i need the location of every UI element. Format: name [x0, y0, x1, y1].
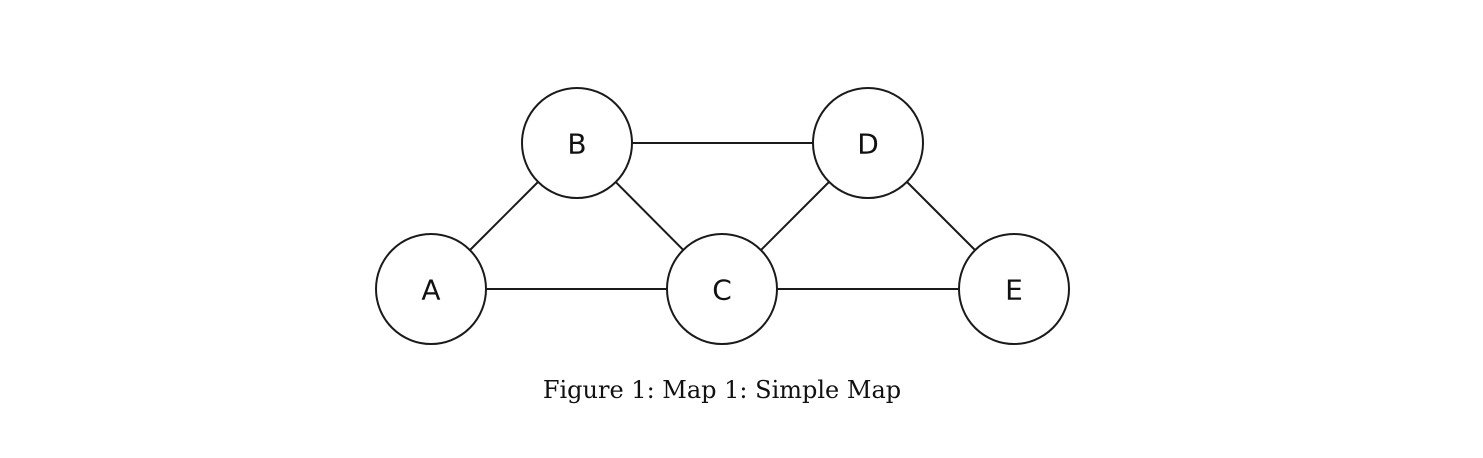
- nodes: B D A C E: [375, 87, 1070, 345]
- node-label-b: B: [567, 128, 586, 161]
- node-d: D: [812, 87, 924, 199]
- node-circle-b: [521, 87, 633, 199]
- node-c: C: [666, 233, 778, 345]
- figure-caption: Figure 1: Map 1: Simple Map: [542, 376, 902, 404]
- node-circle-c: [666, 233, 778, 345]
- node-label-a: A: [421, 274, 440, 307]
- edge-c-d: [760, 181, 830, 251]
- node-label-c: C: [712, 274, 732, 307]
- edge-b-c: [615, 181, 684, 251]
- node-circle-a: [375, 233, 487, 345]
- edge-d-e: [906, 181, 976, 251]
- node-circle-d: [812, 87, 924, 199]
- node-a: A: [375, 233, 487, 345]
- edge-a-b: [469, 181, 539, 251]
- node-circle-e: [958, 233, 1070, 345]
- node-label-e: E: [1005, 274, 1023, 307]
- node-label-d: D: [857, 128, 879, 161]
- edges: [469, 142, 976, 290]
- node-e: E: [958, 233, 1070, 345]
- node-b: B: [521, 87, 633, 199]
